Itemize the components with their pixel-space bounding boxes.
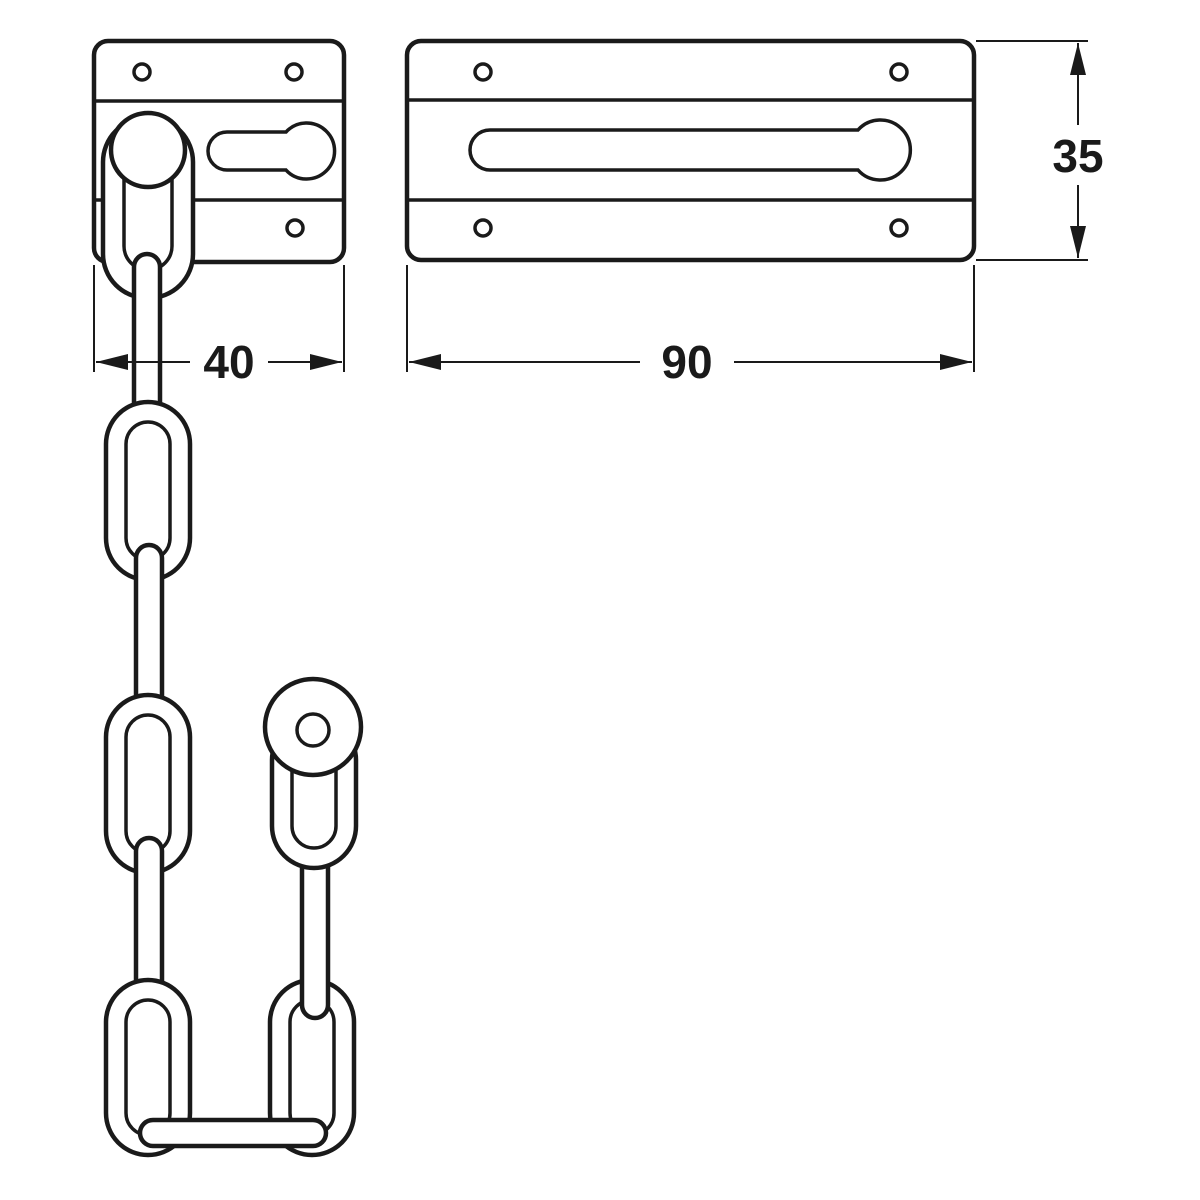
keeper-anchor-knob — [108, 110, 188, 190]
dimension-label-slide-length: 90 — [661, 336, 712, 388]
arrowhead — [940, 354, 972, 370]
slide-screw-hole — [473, 218, 493, 238]
slide-screw-hole — [889, 62, 909, 82]
dimension-keeper-width: 40 — [93, 265, 345, 390]
dimension-slide-length: 90 — [406, 265, 975, 390]
chain-link-inner — [124, 713, 172, 855]
chain-link-inner — [124, 998, 172, 1137]
slide-screw-hole — [473, 62, 493, 82]
keeper-screw-hole — [132, 62, 152, 82]
chain — [103, 251, 359, 1158]
chain-link-inner — [124, 420, 172, 562]
dimension-height: 35 — [976, 40, 1116, 261]
slide-knob — [262, 676, 364, 778]
arrowhead — [1070, 226, 1086, 258]
slide-slot — [468, 118, 913, 182]
slide-knob-center — [295, 712, 331, 748]
arrowhead — [1070, 43, 1086, 75]
slide-screw-hole — [889, 218, 909, 238]
keeper-screw-hole — [284, 62, 304, 82]
arrowhead — [310, 354, 342, 370]
keeper-screw-hole — [285, 218, 305, 238]
chain-link — [137, 1117, 329, 1149]
arrowhead — [96, 354, 128, 370]
keeper-plate — [91, 38, 347, 301]
arrowhead — [409, 354, 441, 370]
dimension-label-height: 35 — [1052, 130, 1103, 182]
dimension-label-keeper-width: 40 — [203, 336, 254, 388]
keeper-keyhole-slot — [206, 121, 337, 181]
slide-plate — [404, 38, 977, 263]
chain-link-inner — [288, 998, 336, 1137]
